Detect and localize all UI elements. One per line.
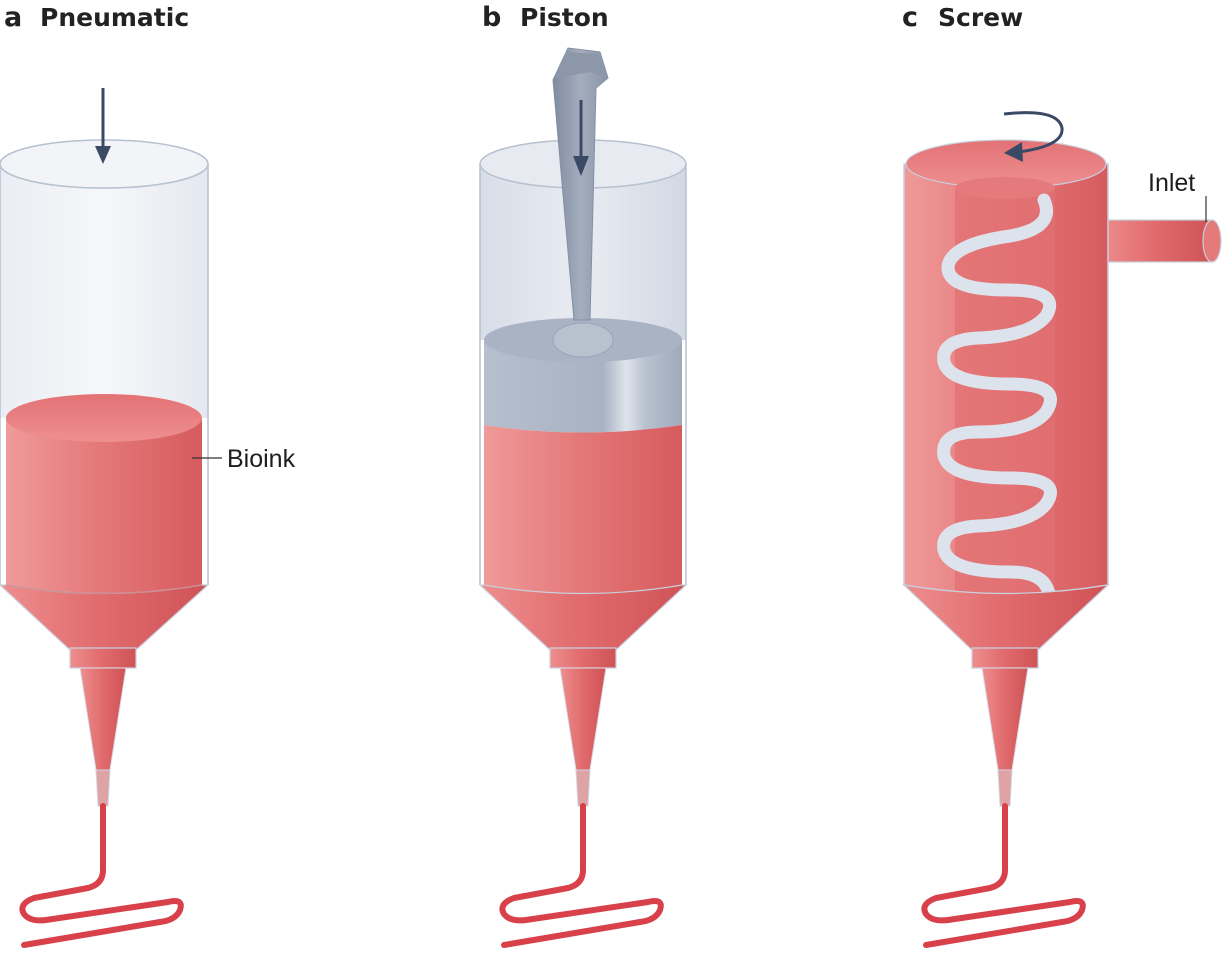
inlet-pipe: [1099, 219, 1213, 263]
piston-rod: [552, 47, 609, 321]
pressure-arrow-icon: [95, 88, 111, 164]
panel-c-letter: c: [902, 2, 918, 33]
barrel-cone: [478, 584, 688, 651]
panel-a-letter: a: [4, 2, 22, 33]
bioink-label: Bioink: [227, 445, 296, 473]
panel-a-title: Pneumatic: [40, 3, 189, 32]
nozzle-tip: [981, 667, 1029, 771]
nozzle-hub: [69, 647, 137, 669]
bioink-body: [6, 418, 202, 594]
extruded-filament-inner: [28, 894, 168, 917]
needle: [95, 769, 111, 807]
piston-rod-cap: [556, 52, 606, 78]
needle: [997, 769, 1013, 807]
bioink-surface: [6, 394, 202, 442]
pressure-arrow-icon: [573, 100, 589, 176]
screw-helix: [937, 193, 1057, 631]
extruded-filament: [499, 803, 664, 948]
rotation-arrow-icon: [1003, 111, 1064, 162]
nozzle-tip: [559, 667, 607, 771]
piston-plunger: [484, 340, 682, 433]
extruded-filament-inner: [508, 894, 648, 917]
inlet-opening: [1202, 219, 1222, 263]
extruded-filament: [921, 803, 1086, 948]
barrel-cone: [0, 584, 210, 651]
bioink-body: [484, 425, 682, 594]
barrel-air-space: [0, 164, 208, 418]
piston-joint: [552, 322, 614, 358]
cone-seam: [5, 584, 203, 594]
screw-shaft-top: [955, 177, 1055, 199]
barrel-cone: [902, 584, 1110, 651]
needle: [575, 769, 591, 807]
panel-a-pneumatic: a Pneumatic Bioink: [0, 2, 296, 948]
extruded-filament: [19, 803, 184, 948]
panel-b-piston: b Piston: [478, 2, 688, 948]
nozzle-hub: [971, 647, 1039, 669]
panel-c-title: Screw: [938, 3, 1023, 32]
inlet-label: Inlet: [1148, 169, 1195, 197]
extruded-filament-inner: [930, 894, 1070, 917]
nozzle-hub: [549, 647, 617, 669]
panel-c-screw: c Screw Inlet: [902, 2, 1222, 948]
panel-b-title: Piston: [520, 3, 609, 32]
nozzle-tip: [79, 667, 127, 771]
panel-b-letter: b: [482, 2, 501, 33]
